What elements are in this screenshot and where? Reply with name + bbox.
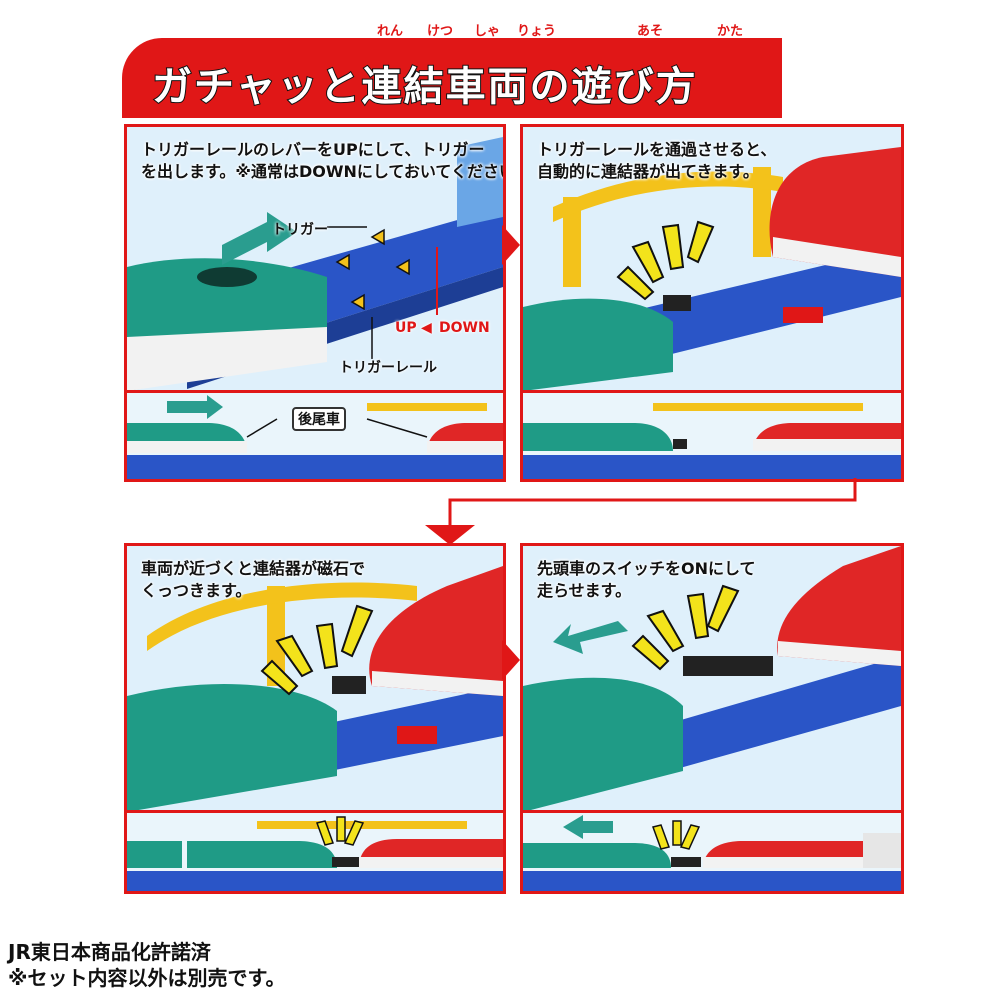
step2-caption-line1: トリガーレールを通過させると、 [537,140,777,159]
impact-lines [616,220,715,301]
step1-caption: トリガーレールのレバーをUPにして、トリガー を出します。※通常はDOWNにして… [141,139,506,182]
step3-main-panel: 車両が近づくと連結器が磁石で くっつきます。 [124,543,506,815]
step4-caption-line2: 走らせます。 [537,580,632,600]
trigger-marker [395,258,410,276]
title-ruby: あそ [637,24,664,39]
red-train [369,566,503,696]
step1-caption-line2: を出します。※通常はDOWNにしておいてください。 [141,161,506,181]
step2-sub-panel [520,390,904,482]
green-train [187,841,337,868]
step3-caption-line1: 車両が近づくと連結器が磁石で [141,559,366,578]
coupler [332,676,366,694]
step4-main-panel: 先頭車のスイッチをONにして 走らせます。 [520,543,904,815]
step1-caption-line1: トリガーレールのレバーをUPにして、トリガー [141,140,485,159]
red-train [777,546,901,666]
step4-caption-line1: 先頭車のスイッチをONにして [537,559,756,578]
impact-lines [631,584,740,671]
page-title: ガチャッと連結車両の遊び方 [151,63,698,111]
sold-separately-note: ※セット内容以外は別売です。 [8,966,286,990]
step2-illustration [523,127,901,391]
coupler [663,295,691,311]
arrow-left-icon [553,621,628,654]
license-note: JR東日本商品化許諾済 [8,940,211,964]
green-train [127,684,337,812]
green-train [523,677,683,812]
step2-caption-line2: 自動的に連結器が出てきます。 [537,161,759,181]
step1-sub-illustration [127,393,503,479]
trigger-marker [370,228,385,246]
arrow-right-icon [167,395,223,419]
step4-sub-illustration [523,813,901,891]
step3-caption: 車両が近づくと連結器が磁石で くっつきます。 [141,558,365,601]
trigger-label: トリガー [272,222,328,238]
step4-sub-panel [520,810,904,894]
green-train [523,298,673,391]
title-ruby: けつ [427,24,454,39]
connector-line [448,478,857,525]
arrow-left-icon [563,815,613,839]
title-ruby: りょう [517,24,557,39]
step1-main-panel: トリガーレールのレバーをUPにして、トリガー を出します。※通常はDOWNにして… [124,124,506,394]
down-label: DOWN [439,320,490,336]
step4-illustration [523,546,901,812]
gate-arch [553,171,783,222]
step2-caption: トリガーレールを通過させると、 自動的に連結器が出てきます。 [537,139,776,182]
step3-caption-line2: くっつきます。 [141,580,252,600]
title-banner: れん けつ しゃ りょう あそ かた ガチャッと連結車両の遊び方 [122,20,902,118]
step1-illustration [127,127,503,391]
arrow-right-icon [222,222,267,265]
step3-sub-panel [124,810,506,894]
gate-pillar [563,197,581,287]
step2-sub-illustration [523,393,901,479]
title-ruby: しゃ [474,24,501,39]
trigger-marker [350,293,365,311]
step3-illustration [127,546,503,812]
step3-sub-illustration [127,813,503,891]
title-ruby: かた [717,24,744,39]
trigger-marker [335,253,350,271]
left-arrow-icon: ◀ [421,320,432,336]
step4-caption: 先頭車のスイッチをONにして 走らせます。 [537,558,756,601]
up-label: UP [395,320,417,336]
title-banner-background [122,38,782,118]
green-train [523,843,671,868]
gate-arch [147,582,417,651]
impact-lines [260,604,374,696]
trigger-rail-label: トリガーレール [339,360,437,376]
title-ruby: れん [377,24,404,39]
green-train [523,423,673,451]
arrow-down-icon [425,525,475,545]
rear-car-label: 後尾車 [292,407,346,431]
coupler [683,656,773,676]
step1-sub-panel: 後尾車 [124,390,506,482]
step2-main-panel: トリガーレールを通過させると、 自動的に連結器が出てきます。 [520,124,904,394]
